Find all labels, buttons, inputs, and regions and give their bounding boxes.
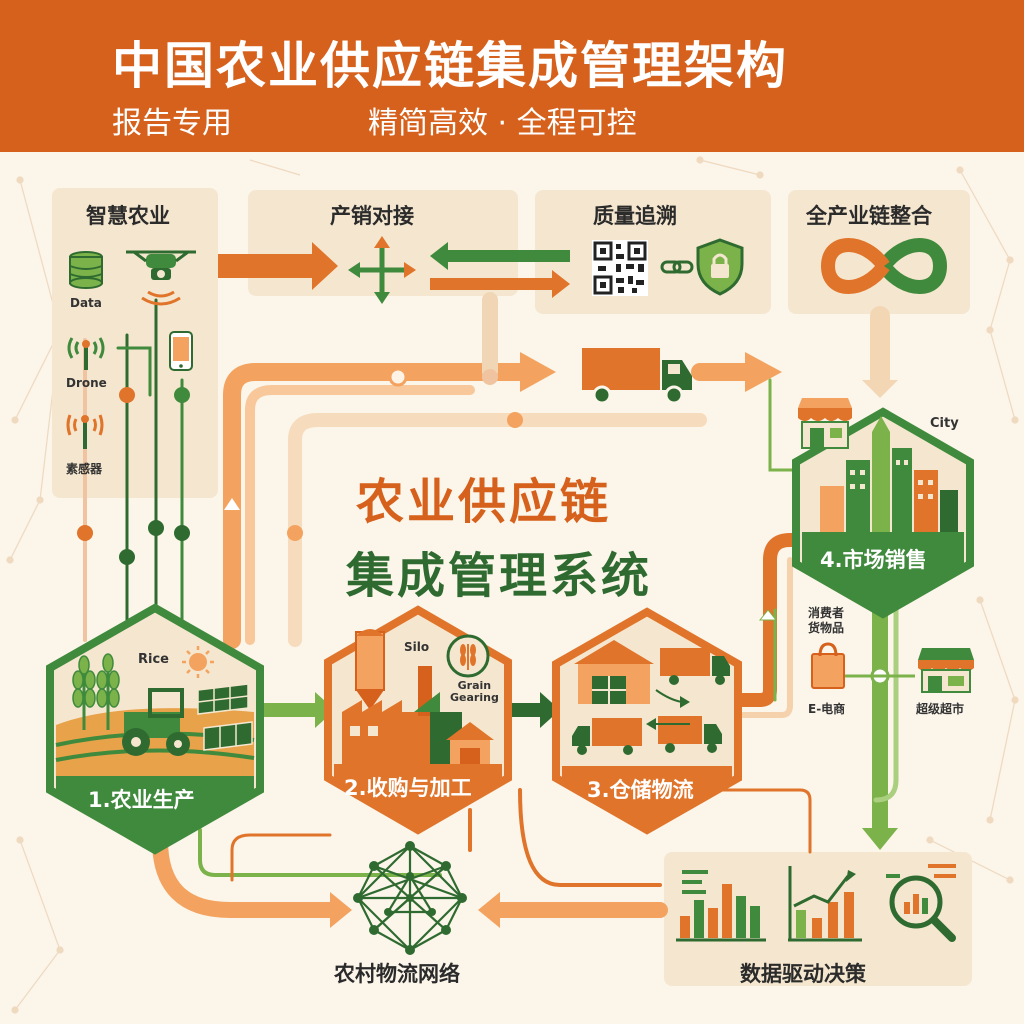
arrow-head-right-icon (745, 352, 782, 392)
supermarket-icon (918, 648, 974, 693)
page-title: 中国农业供应链集成管理架构 (112, 37, 788, 95)
stage-label-market: 4.市场销售 (820, 548, 927, 572)
qr-code-icon (592, 240, 648, 296)
caption-grain-gearing: Grain Gearing (450, 679, 499, 704)
city-icon (820, 416, 958, 532)
warehouse-icon (574, 640, 654, 704)
caption-silo: Silo (404, 640, 430, 654)
arrow-head-right-icon (540, 692, 560, 728)
antenna-icon (67, 337, 105, 370)
hexagon-logistics (552, 607, 742, 835)
panel-title-smart-agriculture: 智慧农业 (86, 204, 170, 228)
panel-title-traceability: 质量追溯 (593, 204, 677, 228)
chain-icon (660, 260, 694, 274)
warehouse-small-icon (446, 722, 494, 764)
arrow-head-right-icon (520, 352, 556, 392)
grain-icon (446, 634, 490, 678)
phone-icon (169, 331, 193, 371)
subtitle-slogan: 精简高效 · 全程可控 (368, 106, 637, 141)
header-banner: 中国农业供应链集成管理架构 报告专用 精简高效 · 全程可控 (0, 0, 1024, 152)
solar-panel-icon (197, 683, 253, 751)
database-icon (69, 251, 103, 289)
center-title-line1: 农业供应链 (356, 474, 612, 530)
tractor-icon (122, 688, 190, 756)
shield-lock-icon (696, 238, 744, 296)
arrow-head-down-icon (862, 828, 898, 850)
sensor-icon (66, 414, 104, 449)
flow-production-to-truck (223, 363, 529, 649)
stage-label-logistics: 3.仓储物流 (587, 778, 694, 802)
arrow-head-left-icon (478, 892, 500, 928)
arrow-to-production-sales-icon (218, 242, 338, 290)
title-rural-logistics-network: 农村物流网络 (334, 962, 460, 986)
line-chart-icon (788, 866, 862, 942)
center-title-line2: 集成管理系统 (346, 548, 653, 604)
truck-icon (582, 348, 692, 405)
bar-chart-icon (676, 870, 766, 942)
sun-icon (182, 646, 214, 678)
cross-arrows-icon (348, 236, 416, 304)
shopping-bag-icon (811, 642, 845, 689)
wheat-icon (72, 653, 120, 730)
stage-label-processing: 2.收购与加工 (344, 776, 472, 800)
hexagon-market (792, 407, 974, 619)
label-consumer-goods: 消费者 货物品 (808, 606, 845, 635)
store-icon (798, 398, 852, 449)
label-drone: Drone (66, 376, 107, 390)
bidirectional-arrows-icon (430, 242, 570, 298)
title-data-driven-decision: 数据驱动决策 (740, 962, 866, 986)
truck-left-icon (572, 718, 642, 755)
hexagon-production (46, 603, 264, 855)
subtitle-report: 报告专用 (112, 106, 232, 141)
label-supermarket: 超级超市 (916, 702, 965, 716)
hexagon-processing (324, 605, 512, 835)
label-data: Data (70, 296, 102, 310)
label-ecommerce: E-电商 (808, 702, 846, 716)
network-icon (353, 841, 467, 955)
truck-right-icon (658, 716, 722, 753)
panel-title-integration: 全产业链整合 (806, 204, 932, 228)
caption-rice: Rice (138, 652, 169, 667)
drone-icon (126, 250, 196, 306)
infinity-icon (820, 238, 948, 294)
magnifier-chart-icon (886, 864, 956, 942)
arrow-head-right-icon (330, 892, 352, 928)
truck-right-icon (660, 648, 730, 685)
stage-label-production: 1.农业生产 (88, 788, 195, 812)
arrow-head-down-icon (862, 380, 898, 398)
label-sensor: 素感器 (66, 462, 103, 476)
caption-city: City (930, 416, 959, 431)
panel-title-production-sales: 产销对接 (330, 204, 414, 228)
